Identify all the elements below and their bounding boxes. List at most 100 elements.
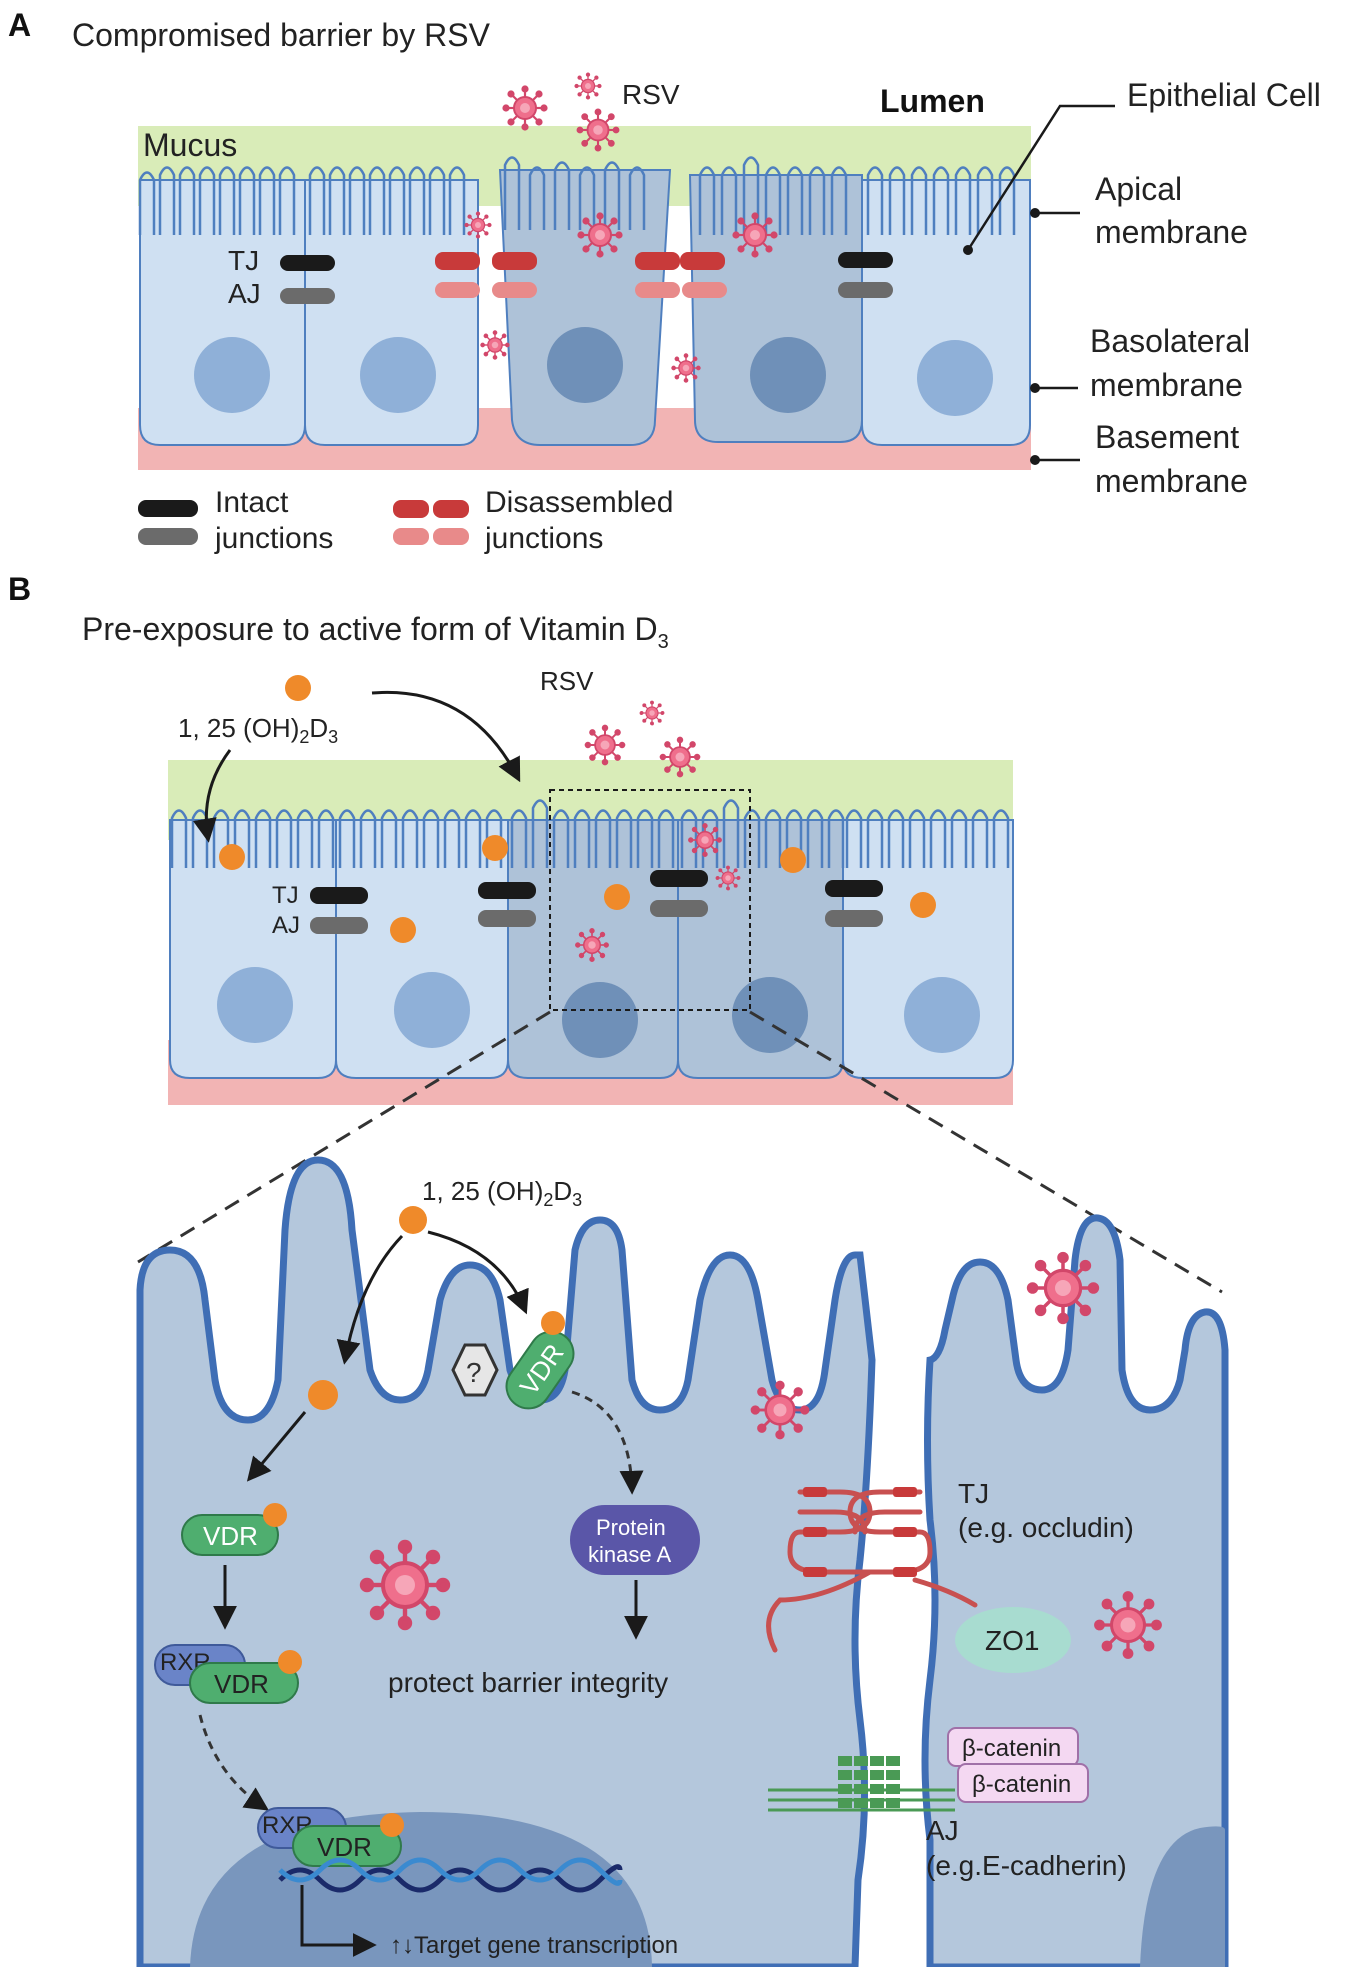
zoom-line-left [137, 1010, 551, 1264]
nucleus [732, 977, 808, 1053]
aj-label-b: AJ [272, 912, 300, 939]
vitamin-d-molecule [263, 1503, 287, 1527]
nucleus [917, 340, 993, 416]
nucleus [360, 337, 436, 413]
epithelial-cell-label: Epithelial Cell [1127, 77, 1321, 113]
dna-helix [278, 1857, 623, 1893]
rxr-vdr [189, 1662, 299, 1704]
zoom-nucleus-right [1140, 1826, 1225, 1967]
rsv-virus [575, 928, 609, 962]
basement-label-1: Basement [1095, 419, 1239, 455]
tight-junction-membrane-domains [803, 1487, 917, 1577]
adherens-junction-intact [478, 910, 536, 927]
adherens-junction-intact [838, 282, 893, 298]
adherens-junction-intact [280, 288, 335, 304]
tight-junction-disassembled [435, 252, 480, 270]
rsv-virus [574, 72, 602, 100]
epithelial-cell-pointer [966, 104, 1115, 251]
tj-zoom-label-2: (e.g. occludin) [958, 1512, 1134, 1543]
tight-junction-intact [650, 870, 708, 887]
adherens-junction-intact [825, 910, 883, 927]
panel-b-title: Pre-exposure to active form of Vitamin D… [82, 611, 669, 653]
adherens-junction-intact [650, 900, 708, 917]
legend-intact-label-2: junctions [214, 522, 333, 555]
pka-label-2: kinase A [588, 1542, 671, 1567]
cytoplasmic-vdr [181, 1514, 279, 1556]
vitamin-d-molecule [604, 884, 630, 910]
vitamin-d-molecule [482, 835, 508, 861]
vitamin-d-molecule [285, 675, 311, 701]
zo1-label: ZO1 [985, 1625, 1039, 1656]
adherens-junction-disassembled [435, 282, 480, 298]
adherens-junction-intact [310, 917, 368, 934]
legend-dis-tj [433, 500, 469, 518]
rsv-label-a: RSV [622, 79, 680, 110]
arrow-vitd-to-cytoplasm [336, 1234, 404, 1365]
transcription-label: ↑↓Target gene transcription [390, 1932, 678, 1959]
panel-a-letter: A [8, 7, 31, 43]
rsv-virus [688, 823, 722, 857]
legend-disassembled-label-2: junctions [484, 522, 603, 555]
aj-label-a: AJ [228, 278, 261, 309]
apical-label-2: membrane [1095, 214, 1248, 250]
panel-b-title-sub: 3 [658, 631, 669, 653]
basolateral-label-2: membrane [1090, 367, 1243, 403]
basement-label-2: membrane [1095, 463, 1248, 499]
vitamin-d-molecule [399, 1206, 427, 1234]
rsv-virus [584, 724, 626, 766]
adherens-junction-cadherin [768, 1756, 955, 1812]
rsv-virus [576, 108, 620, 152]
zoom-region [549, 789, 751, 1011]
cell-a3 [498, 169, 672, 446]
basolateral-label-1: Basolateral [1090, 323, 1250, 359]
rsv-virus [1094, 1591, 1162, 1659]
unknown-receptor [451, 1343, 499, 1397]
rsv-virus [639, 700, 665, 726]
nuclei-b [217, 967, 980, 1058]
panel-b-letter: B [8, 571, 31, 607]
zoom-line-right [749, 1010, 1223, 1294]
tight-junction-disassembled [680, 252, 725, 270]
tight-junction-disassembled [492, 252, 537, 270]
tight-junction-intact [280, 255, 335, 271]
vitamin-d-molecules-b [219, 675, 936, 943]
rxr-vdr-label: VDR [214, 1669, 269, 1699]
arrow-vitd-left [193, 749, 232, 843]
zoom-inset: 1, 25 (OH)2D3 ? VDR Protein kinase A pro… [136, 1156, 1229, 1967]
legend-intact-aj [138, 528, 198, 545]
vitamin-d-molecule [910, 892, 936, 918]
panel-b: B Pre-exposure to active form of Vitamin… [8, 571, 1223, 1294]
vitamin-d-molecule [380, 1813, 404, 1837]
microvilli-a [138, 156, 1016, 235]
rsv-virus [732, 212, 778, 258]
tj-zoom-label-1: TJ [958, 1478, 989, 1509]
nuclear-vdr-label: VDR [317, 1832, 372, 1862]
tight-junction-intact [838, 252, 893, 268]
arrow-vitd-right [371, 690, 521, 783]
tight-junction-disassembled [635, 252, 680, 270]
tight-junction-intact [310, 887, 368, 904]
microvilli-b [170, 799, 1010, 868]
adherens-junction-disassembled [635, 282, 680, 298]
apical-label-1: Apical [1095, 171, 1182, 207]
nucleus [394, 972, 470, 1048]
aj-zoom-label-1: AJ [926, 1815, 959, 1846]
vitamin-d-molecule [219, 844, 245, 870]
arrow-vitd-to-membrane-vdr [427, 1230, 529, 1315]
legend-dis-aj [393, 528, 429, 545]
tight-junction-intact [478, 882, 536, 899]
junctions-a [280, 252, 893, 304]
vitamin-d-molecule [308, 1380, 338, 1410]
pointer-dot [963, 245, 973, 255]
panel-a-title: Compromised barrier by RSV [72, 17, 491, 53]
legend-intact-label-1: Intact [215, 486, 289, 519]
vitamin-d-label-b: 1, 25 (OH)2D3 [178, 713, 338, 747]
rsv-virus [480, 330, 510, 360]
arrow-vdr-to-pka [571, 1390, 644, 1495]
adherens-junction-disassembled [682, 282, 727, 298]
beta-catenin-2 [957, 1763, 1089, 1803]
tj-label-b: TJ [272, 882, 299, 909]
vitamin-d-molecule [278, 1650, 302, 1674]
zoom-cell-left [136, 1156, 876, 1967]
junctions-b [310, 870, 883, 934]
